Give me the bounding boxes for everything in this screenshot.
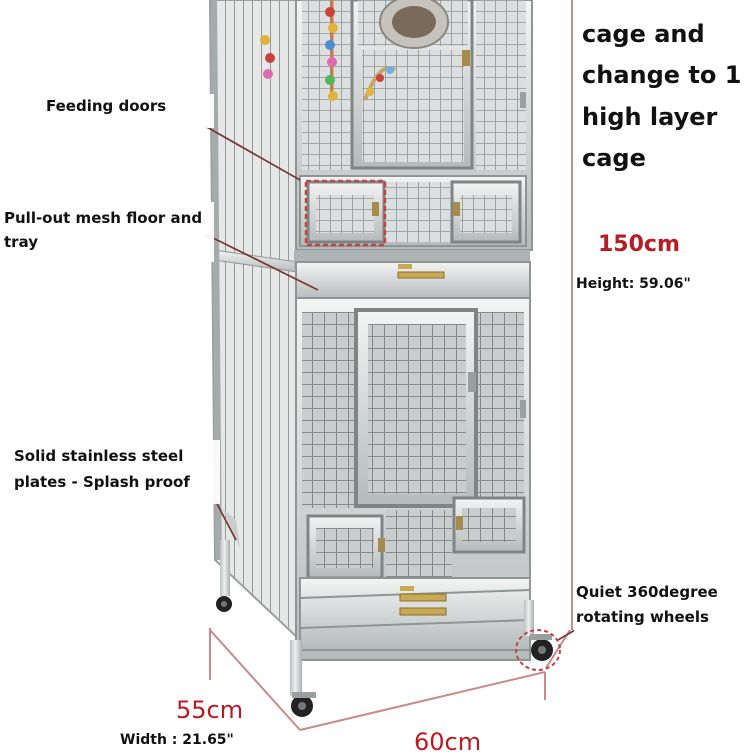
height-cm-label: 150cm [594, 230, 684, 259]
wheel-icon [530, 634, 553, 661]
callout-floor-tray: Pull-out mesh floor and tray [0, 202, 214, 262]
callout-text: Pull-out mesh floor and [4, 209, 203, 227]
wheel-icon [291, 692, 316, 717]
callout-leader-lines [204, 125, 576, 641]
headline-line: cage [582, 143, 646, 172]
headline-line: change to 1 [582, 61, 742, 90]
legs-and-wheels [216, 540, 553, 717]
lower-cage-section [295, 297, 531, 661]
depth-cm-label: 55cm [176, 696, 244, 724]
callout-text: Feeding doors [46, 97, 167, 115]
bird-toy [260, 0, 397, 101]
wheel-highlight-circle [515, 629, 561, 671]
height-in-label: Height: 59.06" [576, 276, 691, 292]
wheel-icon [216, 596, 232, 612]
width-cm-label: 60cm [414, 728, 482, 756]
headline-line: cage and [582, 20, 705, 48]
callout-splash-plates: Solid stainless steel plates - Splash pr… [8, 440, 220, 504]
callout-feeding-doors: Feeding doors [40, 94, 214, 128]
callout-wheels: Quiet 360degree rotating wheels [574, 578, 750, 632]
dimension-lines [209, 0, 573, 731]
headline-line: high layer [582, 102, 718, 131]
width-in-label: Width : 21.65" [120, 732, 234, 748]
callout-text: plates - Splash proof [14, 472, 190, 491]
callout-text: Quiet 360degree [576, 583, 718, 601]
upper-cage-section [260, 0, 533, 251]
callout-text: tray [4, 233, 39, 251]
callout-text: rotating wheels [576, 607, 709, 626]
headline-text: cage and change to 1 high layer cage [582, 14, 750, 179]
pull-out-tray [294, 250, 531, 301]
callout-text: Solid stainless steel [14, 447, 184, 465]
